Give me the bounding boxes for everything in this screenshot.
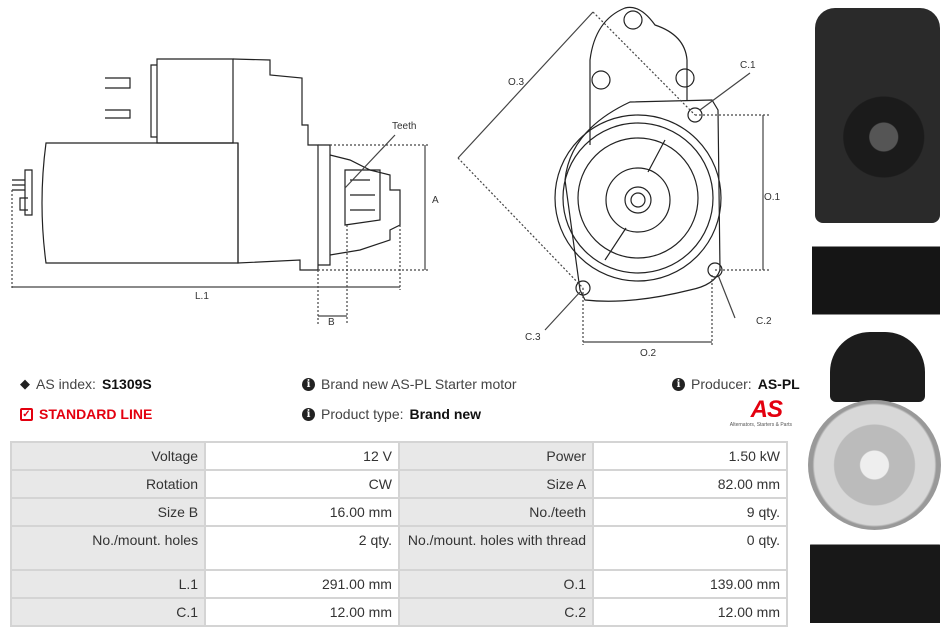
info-icon: i [302,407,315,421]
producer-value: AS-PL [757,376,800,392]
spec-label: No./mount. holes [9,525,207,571]
standard-line-badge: ✓ STANDARD LINE [20,406,152,422]
spec-label: Rotation [9,469,207,499]
label-l1: L.1 [195,291,209,302]
product-type: i Product type: Brand new [302,406,481,422]
spec-value: 12 V [204,441,400,471]
spec-label: No./mount. holes with thread [397,525,595,571]
product-photo-side[interactable] [812,238,940,323]
product-photo-front[interactable] [815,8,940,223]
spec-label: Size A [397,469,595,499]
as-index: ◆ AS index: S1309S [20,376,152,392]
logo-mark: AS [750,396,783,423]
side-view-drawing: Teeth A L.1 B [11,58,439,328]
as-index-label: AS index: [36,376,96,392]
label-b: B [328,317,335,328]
description-text: Brand new AS-PL Starter motor [321,376,517,392]
spec-label: L.1 [9,569,207,599]
checkbox-icon: ✓ [20,407,33,421]
spec-value: 2 qty. [204,525,400,571]
label-teeth: Teeth [392,121,416,132]
producer-label: Producer: [691,376,752,392]
spec-value: 0 qty. [592,525,788,571]
spec-label: C.2 [397,597,595,627]
as-index-value: S1309S [101,376,152,392]
spec-value: 82.00 mm [592,469,788,499]
label-c1: C.1 [740,60,756,71]
spec-label: No./teeth [397,497,595,527]
tag-icon: ◆ [20,376,30,391]
spec-value: 1.50 kW [592,441,788,471]
spec-value: 139.00 mm [592,569,788,599]
spec-label: Voltage [9,441,207,471]
product-photo-terminals[interactable] [830,332,925,402]
description: i Brand new AS-PL Starter motor [302,376,517,392]
as-pl-logo: AS Alternators, Starters & Parts [700,396,792,429]
label-a: A [432,195,439,206]
spec-value: 12.00 mm [204,597,400,627]
spec-label: Power [397,441,595,471]
spec-label: Size B [9,497,207,527]
product-photo-angle[interactable] [810,540,940,630]
spec-value: CW [204,469,400,499]
product-photo-flange[interactable] [808,400,941,530]
label-o1: O.1 [764,192,781,203]
label-c2: C.2 [756,316,772,327]
spec-label: O.1 [397,569,595,599]
label-c3: C.3 [525,332,541,343]
logo-tagline: Alternators, Starters & Parts [729,422,792,428]
spec-value: 291.00 mm [204,569,400,599]
spec-label: C.1 [9,597,207,627]
front-view-drawing: C.1 O.1 C.2 O.2 C.3 O.3 [457,6,781,359]
standard-line-label: STANDARD LINE [39,406,153,422]
spec-value: 12.00 mm [592,597,788,627]
spec-value: 16.00 mm [204,497,400,527]
info-icon: i [302,377,315,391]
spec-value: 9 qty. [592,497,788,527]
product-type-value: Brand new [409,406,482,422]
label-o3: O.3 [508,77,525,88]
producer: i Producer: AS-PL [672,376,800,392]
info-icon: i [672,377,685,391]
label-o2: O.2 [640,348,657,359]
product-type-label: Product type: [321,406,404,422]
